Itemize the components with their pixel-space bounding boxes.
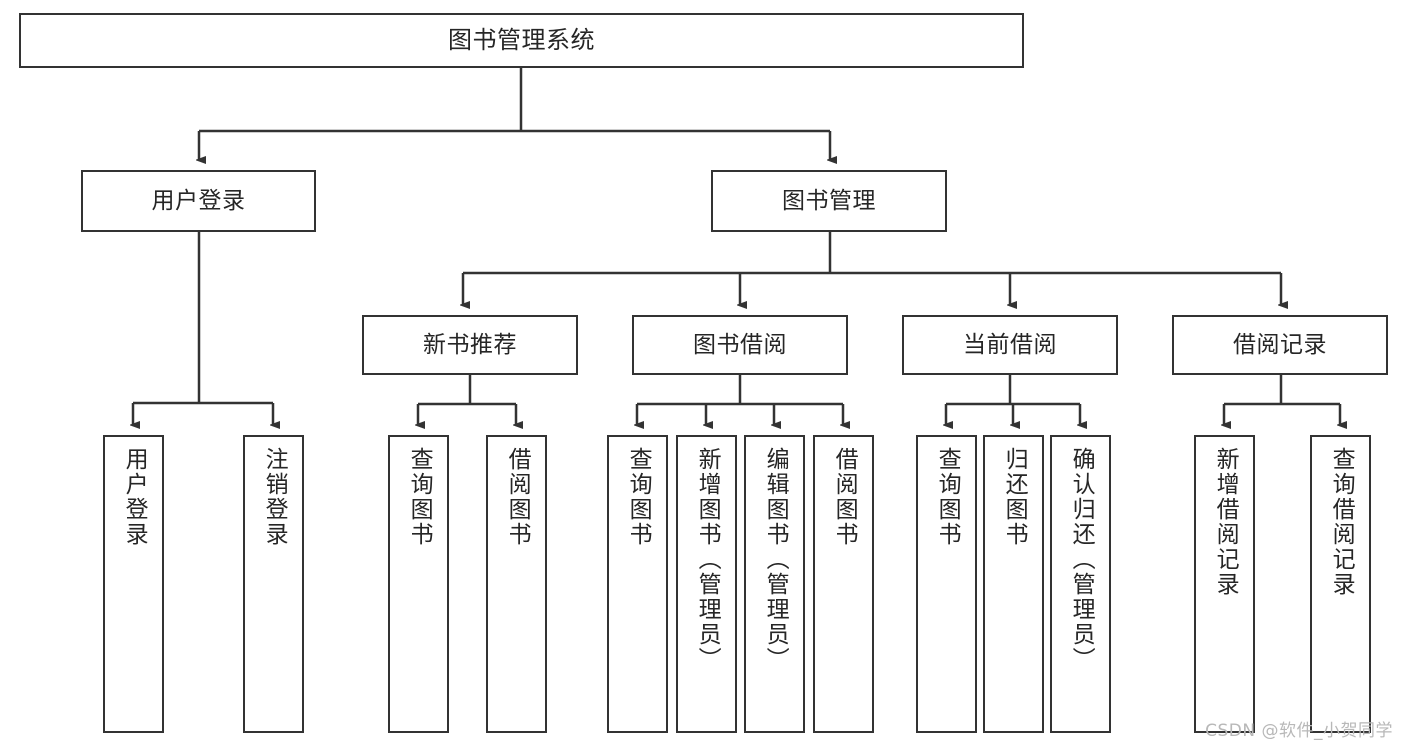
node-label: 注销登录 — [261, 447, 288, 547]
leaf-recommend-borrow-book[interactable]: 借阅图书 — [486, 435, 547, 733]
leaf-current-return-book[interactable]: 归还图书 — [983, 435, 1044, 733]
node-current-borrow[interactable]: 当前借阅 — [902, 315, 1118, 375]
leaf-borrow-borrow-book[interactable]: 借阅图书 — [813, 435, 874, 733]
node-label: 图书管理系统 — [448, 25, 595, 54]
leaf-recommend-query-book[interactable]: 查询图书 — [388, 435, 449, 733]
node-user-login[interactable]: 用户登录 — [81, 170, 316, 232]
leaf-current-confirm-return-admin[interactable]: 确认归还（管理员） — [1050, 435, 1111, 733]
node-book-management[interactable]: 图书管理 — [711, 170, 947, 232]
node-label: 新书推荐 — [423, 331, 517, 358]
node-label: 借阅图书 — [831, 447, 858, 547]
node-book-borrow[interactable]: 图书借阅 — [632, 315, 848, 375]
leaf-borrow-edit-book-admin[interactable]: 编辑图书（管理员） — [744, 435, 805, 733]
node-label: 新增图书（管理员） — [694, 447, 721, 672]
node-label: 查询图书 — [625, 447, 652, 547]
node-label: 查询图书 — [934, 447, 961, 547]
leaf-record-query-record[interactable]: 查询借阅记录 — [1310, 435, 1371, 733]
node-label: 归还图书 — [1001, 447, 1028, 547]
node-label: 查询借阅记录 — [1328, 447, 1355, 597]
node-label: 确认归还（管理员） — [1068, 447, 1095, 672]
leaf-current-query-book[interactable]: 查询图书 — [916, 435, 977, 733]
node-new-book-recommend[interactable]: 新书推荐 — [362, 315, 578, 375]
node-label: 用户登录 — [151, 187, 246, 214]
node-borrow-record[interactable]: 借阅记录 — [1172, 315, 1388, 375]
leaf-user-login[interactable]: 用户登录 — [103, 435, 164, 733]
node-label: 新增借阅记录 — [1212, 447, 1239, 597]
watermark-text: CSDN @软件_小贺同学 — [1205, 721, 1393, 741]
node-label: 图书借阅 — [693, 331, 787, 358]
node-label: 图书管理 — [782, 187, 876, 214]
leaf-borrow-query-book[interactable]: 查询图书 — [607, 435, 668, 733]
leaf-user-logout[interactable]: 注销登录 — [243, 435, 304, 733]
node-label: 用户登录 — [121, 447, 148, 547]
node-root-system[interactable]: 图书管理系统 — [19, 13, 1024, 68]
node-label: 查询图书 — [406, 447, 433, 547]
leaf-borrow-add-book-admin[interactable]: 新增图书（管理员） — [676, 435, 737, 733]
node-label: 借阅图书 — [504, 447, 531, 547]
node-label: 当前借阅 — [963, 331, 1057, 358]
leaf-record-add-record[interactable]: 新增借阅记录 — [1194, 435, 1255, 733]
node-label: 编辑图书（管理员） — [762, 447, 789, 672]
node-label: 借阅记录 — [1233, 331, 1327, 358]
